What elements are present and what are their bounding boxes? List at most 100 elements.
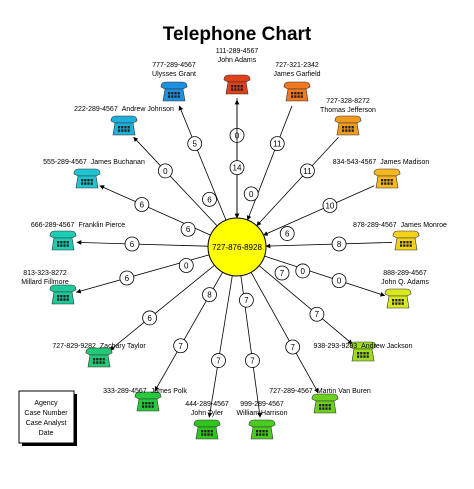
call-count-badge-17: 14 — [229, 160, 245, 176]
inner-count-badge-3-circle — [238, 292, 254, 308]
contact-number-8: 999-289-4567 — [240, 401, 284, 408]
contact-number-2: 727-328-8272 — [326, 98, 370, 105]
phone-icon-5[interactable] — [384, 288, 412, 309]
inner-count-badge-5-circle — [178, 258, 194, 273]
call-count-badge-14-text: 6 — [140, 201, 145, 210]
call-count-badge-16-text: 5 — [192, 140, 197, 149]
contact-number-5: 888-289-4567 — [383, 270, 427, 277]
call-count-badge-14-circle — [134, 197, 150, 212]
phone-icon-2[interactable] — [334, 115, 362, 136]
contact-name-9: John Tyler — [191, 410, 224, 417]
phone-icon-1-handset — [283, 81, 311, 90]
contact-name-1: James Garfield — [273, 71, 320, 78]
contact-name-0: John Adams — [218, 57, 257, 64]
phone-icon-5-body — [386, 295, 410, 309]
phone-icon-10-body — [136, 398, 160, 412]
phone-icon-12[interactable] — [49, 284, 77, 305]
chart-title: Telephone Chart — [163, 24, 312, 45]
call-count-badge-7-circle — [285, 339, 301, 355]
contact-number-9: 444-289-4567 — [185, 401, 229, 408]
phone-icon-13[interactable] — [49, 230, 77, 251]
call-count-badge-10: 7 — [173, 338, 189, 354]
call-count-badge-7: 7 — [285, 339, 301, 355]
phone-icon-8[interactable] — [248, 419, 276, 440]
legend-frame — [18, 390, 75, 444]
phone-icon-8-body — [250, 426, 274, 440]
phone-icon-6[interactable] — [349, 341, 377, 362]
phone-icon-8-keypad — [256, 430, 268, 436]
phone-icon-9-body — [195, 426, 219, 440]
call-count-badge-3: 10 — [322, 198, 338, 213]
contact-name-5: John Q. Adams — [381, 279, 429, 286]
call-count-badge-17-text: 14 — [233, 164, 242, 173]
call-count-badge-4-text: 8 — [337, 240, 342, 249]
edge-line-4 — [265, 242, 393, 249]
contact-number-15: 222-289-4567 — [74, 106, 118, 113]
inner-count-badge-6-text: 6 — [186, 225, 191, 234]
phone-icon-4-body — [394, 237, 418, 251]
call-count-badge-11-text: 6 — [147, 314, 152, 323]
hub-node[interactable]: 727-876-8928 — [207, 217, 267, 277]
phone-icon-14[interactable] — [73, 168, 101, 189]
phone-icon-11-handset — [85, 347, 113, 356]
inner-count-badge-6-circle — [180, 221, 196, 237]
phone-icon-12-handset — [49, 284, 77, 293]
phone-icon-5-keypad — [392, 299, 404, 305]
phone-icon-7[interactable] — [311, 393, 339, 414]
phone-icon-1[interactable] — [283, 81, 311, 102]
contact-name-6: Andrew Jackson — [361, 343, 412, 350]
phone-icon-15[interactable] — [110, 115, 138, 136]
inner-count-badge-3: 7 — [238, 292, 254, 308]
phone-icon-15-body — [112, 122, 136, 136]
inner-count-badge-2-circle — [274, 265, 290, 281]
edge-line-15 — [133, 136, 218, 227]
call-count-badge-4-circle — [331, 236, 347, 252]
phone-icon-13-handset — [49, 230, 77, 239]
phone-icon-6-body — [351, 348, 375, 362]
inner-count-badge-7-text: 6 — [207, 195, 212, 204]
call-count-badge-5-text: 0 — [337, 277, 342, 286]
contact-name-13: Franklin Pierce — [78, 222, 125, 229]
phone-icon-4[interactable] — [392, 230, 420, 251]
call-count-badge-3-circle — [322, 198, 338, 213]
contact-number-13: 666-289-4567 — [31, 222, 75, 229]
contact-name-4: James Monroe — [401, 222, 447, 229]
phone-icon-2-body — [336, 122, 360, 136]
call-count-badge-15-circle — [157, 163, 173, 179]
edge-line-7 — [250, 272, 319, 394]
phone-icon-9-handset — [193, 419, 221, 428]
phone-icon-0-handset — [223, 74, 251, 83]
edge-line-11 — [109, 264, 215, 351]
call-count-badge-10-text: 7 — [178, 342, 183, 351]
call-count-badge-9-circle — [211, 353, 226, 368]
call-count-badge-9: 7 — [211, 353, 226, 368]
phone-icon-3[interactable] — [373, 168, 401, 189]
phone-icon-9[interactable] — [193, 419, 221, 440]
call-count-badge-15: 0 — [157, 163, 173, 179]
inner-count-badge-3-text: 7 — [244, 296, 249, 305]
phone-icon-11-body — [87, 354, 111, 368]
phone-icon-6-keypad — [357, 352, 369, 358]
phone-icon-11[interactable] — [85, 347, 113, 368]
phone-icon-10[interactable] — [134, 391, 162, 412]
phone-icon-9-keypad — [201, 430, 213, 436]
phone-icon-16[interactable] — [160, 81, 188, 102]
inner-count-badge-6: 6 — [180, 221, 196, 237]
inner-count-badge-0-text: 0 — [249, 190, 254, 199]
phone-icon-0[interactable] — [223, 74, 251, 95]
